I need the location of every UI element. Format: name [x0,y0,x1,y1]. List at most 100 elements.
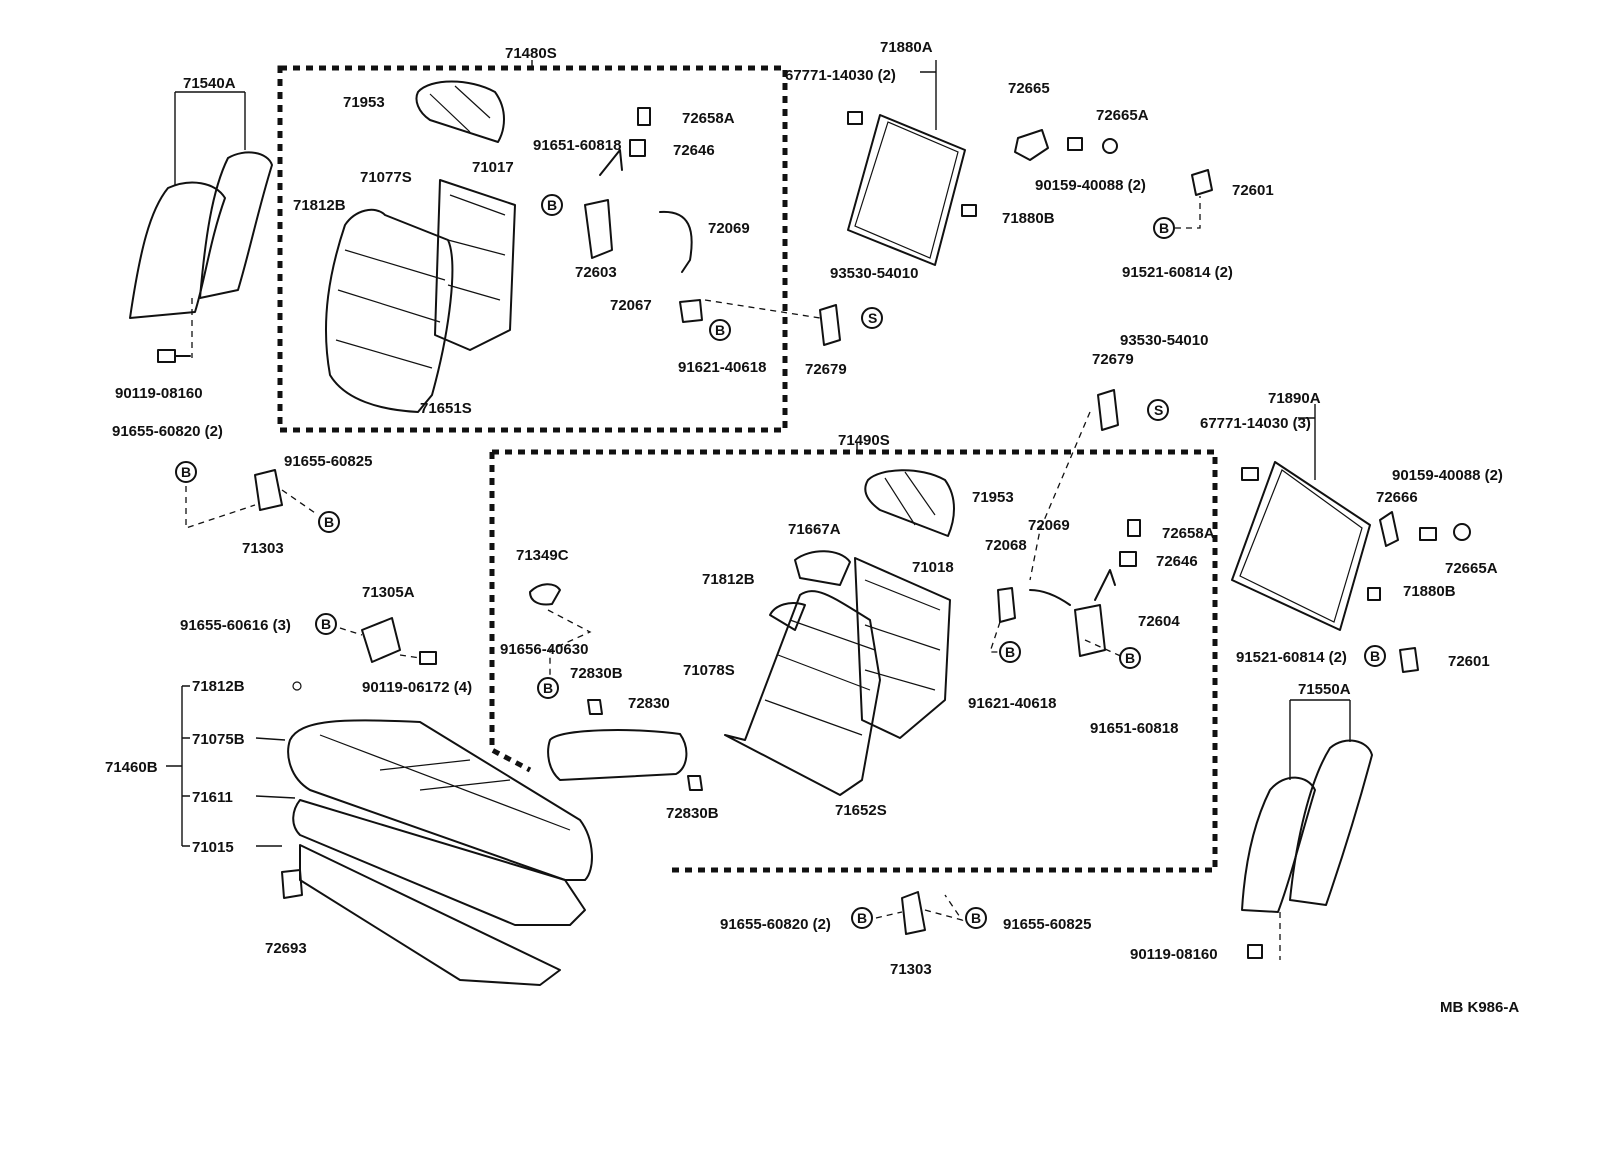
svg-text:B: B [1159,220,1169,236]
label-72646: 72646 [673,142,715,159]
label-72665a-b: 72665A [1445,560,1498,577]
label-71812b: 71812B [293,197,346,214]
label-71611: 71611 [192,789,233,806]
label-72069: 72069 [708,220,750,237]
label-71550a: 71550A [1298,681,1351,698]
seatback-71077s [325,179,516,413]
svg-text:B: B [1370,648,1380,664]
label-71349c: 71349C [516,547,569,564]
label-72603: 72603 [575,264,617,281]
striker-72679-upper [704,299,841,346]
svg-text:S: S [868,310,877,326]
hinge-71305a [339,617,437,665]
hinge-71303-lower [875,891,964,935]
label-72665a: 72665A [1096,107,1149,124]
label-93530-54010: 93530-54010 [830,265,918,282]
hinge-71303-upper [185,469,319,529]
label-91521-60814-2-b: 91521-60814 (2) [1236,649,1347,666]
striker-72679-lower [1029,389,1119,581]
label-71017: 71017 [472,159,514,176]
label-71651s: 71651S [420,400,472,417]
label-71890a: 71890A [1268,390,1321,407]
label-71077s: 71077S [360,169,412,186]
svg-text:B: B [857,910,867,926]
label-71880a: 71880A [880,39,933,56]
label-72601: 72601 [1232,182,1274,199]
armrest-72830 [529,583,703,791]
label-91651-60818: 91651-60818 [533,137,621,154]
label-72604: 72604 [1138,613,1180,630]
label-72830: 72830 [628,695,670,712]
side-cushion-71550a [1241,699,1373,960]
label-71812b-b: 71812B [702,571,755,588]
label-72665: 72665 [1008,80,1050,97]
label-72646-b: 72646 [1156,553,1198,570]
label-71303: 71303 [242,540,284,557]
svg-text:B: B [543,680,553,696]
label-71880b-b: 71880B [1403,583,1456,600]
label-72679: 72679 [805,361,847,378]
label-91655-60825: 91655-60825 [284,453,372,470]
seatback-71078s [724,550,951,796]
label-91655-60820-2-b: 91655-60820 (2) [720,916,831,933]
bracket-72665 [1014,129,1213,229]
label-72068: 72068 [985,537,1027,554]
diagram-code: MB K986-A [1440,999,1519,1016]
label-91621-40618-b: 91621-40618 [968,695,1056,712]
label-72658a: 72658A [682,110,735,127]
svg-text:B: B [547,197,557,213]
label-72830b: 72830B [570,665,623,682]
label-90159-40088-2-b: 90159-40088 (2) [1392,467,1503,484]
group-bracket-71460b [166,681,302,847]
label-91621-40618: 91621-40618 [678,359,766,376]
label-71812b-c: 71812B [192,678,245,695]
label-93530-54010-b: 93530-54010 [1120,332,1208,349]
label-91655-60825-b: 91655-60825 [1003,916,1091,933]
label-71880b: 71880B [1002,210,1055,227]
svg-text:B: B [324,514,334,530]
group-box-71490s [489,449,1218,873]
label-71303-b: 71303 [890,961,932,978]
svg-text:B: B [1125,650,1135,666]
label-72693: 72693 [265,940,307,957]
headrest-71953-upper [415,80,505,143]
label-71953: 71953 [343,94,385,111]
symbol-markers: B B S B S B B B B B B B B B [175,194,1386,929]
svg-text:B: B [715,322,725,338]
label-71667a: 71667A [788,521,841,538]
label-72067: 72067 [610,297,652,314]
leader-lines [531,60,1316,480]
label-71018: 71018 [912,559,954,576]
label-91655-60616-3: 91655-60616 (3) [180,617,291,634]
back-board-71880a [847,111,977,266]
svg-text:S: S [1154,402,1163,418]
label-91651-60818-b: 91651-60818 [1090,720,1178,737]
svg-text:B: B [971,910,981,926]
label-90119-08160: 90119-08160 [115,385,203,402]
label-91655-60820-2: 91655-60820 (2) [112,423,223,440]
headrest-71953-lower [864,469,955,537]
label-71490s: 71490S [838,432,890,449]
lock-72603 [584,107,703,323]
label-67771-14030-2: 67771-14030 (2) [785,67,896,84]
label-72658a-b: 72658A [1162,525,1215,542]
label-72830b-b: 72830B [666,805,719,822]
label-67771-14030-3: 67771-14030 (3) [1200,415,1311,432]
side-cushion-71540a [129,91,273,363]
seat-cushion-71460b [281,719,593,986]
label-71015: 71015 [192,839,234,856]
label-71305a: 71305A [362,584,415,601]
label-71480s: 71480S [505,45,557,62]
label-91521-60814-2: 91521-60814 (2) [1122,264,1233,281]
label-71460b: 71460B [105,759,158,776]
label-71540a: 71540A [183,75,236,92]
svg-text:B: B [1005,644,1015,660]
label-90159-40088-2: 90159-40088 (2) [1035,177,1146,194]
back-board-71890a [1231,461,1471,673]
part-labels: 71540A 71480S 71953 72658A 91651-60818 7… [105,39,1519,1016]
label-72666: 72666 [1376,489,1418,506]
label-90119-06172-4: 90119-06172 (4) [362,679,472,696]
label-72679-b: 72679 [1092,351,1134,368]
label-71078s: 71078S [683,662,735,679]
